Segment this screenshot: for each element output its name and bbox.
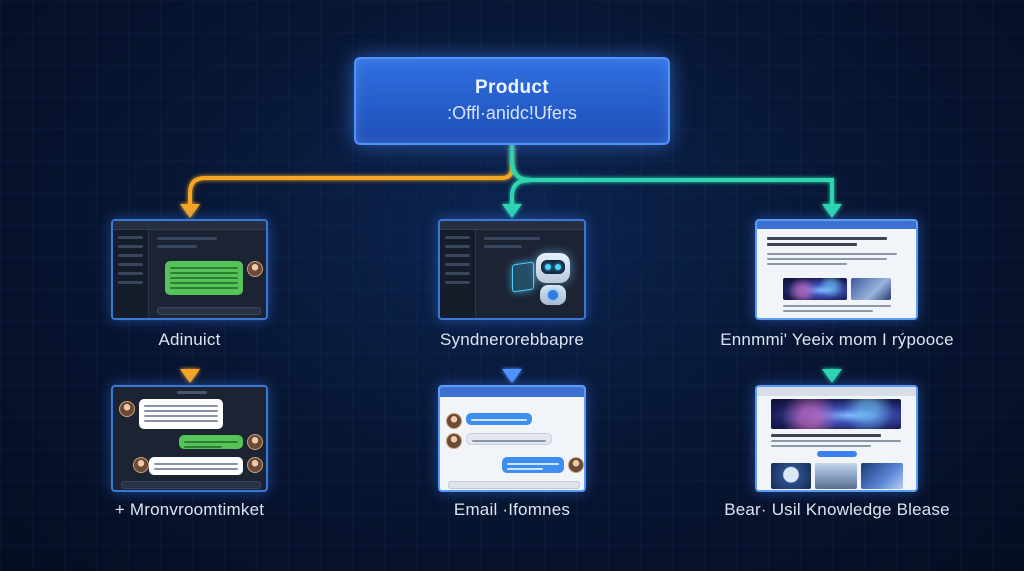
- placeholder-line: [767, 253, 897, 255]
- connector-middle-branch: [510, 178, 531, 207]
- email-bubble: [502, 457, 564, 473]
- root-title: Product: [475, 77, 549, 98]
- app-sidebar: [113, 230, 149, 318]
- root-subtitle: :Offl·anidc!Ufers: [447, 103, 577, 123]
- panel-chat-app[interactable]: [111, 219, 268, 320]
- avatar: [247, 457, 263, 473]
- placeholder-line: [157, 237, 217, 240]
- panel-knowledge-base[interactable]: [755, 385, 918, 492]
- placeholder-line: [783, 310, 873, 312]
- robot-icon: [536, 253, 570, 283]
- arrow-head-right: [822, 204, 842, 218]
- root-node[interactable]: Product :Offl·anidc!Ufers: [354, 57, 670, 145]
- placeholder-line: [157, 245, 197, 248]
- hologram-card: [512, 261, 534, 293]
- panel-chat-thread[interactable]: [111, 385, 268, 492]
- placeholder-line: [783, 305, 891, 307]
- app-titlebar: [113, 221, 266, 230]
- node-label-4: + Mronvroomtimket: [114, 500, 265, 519]
- arrow-head-left: [180, 204, 200, 218]
- browser-bar: [757, 387, 916, 396]
- placeholder-line: [177, 391, 207, 394]
- placeholder-line: [767, 237, 887, 240]
- placeholder-line: [767, 243, 857, 246]
- robot-body-icon: [540, 285, 566, 305]
- panel-knowledge-page[interactable]: [755, 219, 918, 320]
- chat-bubble: [179, 435, 243, 449]
- placeholder-line: [771, 445, 871, 447]
- avatar: [446, 433, 462, 449]
- connector-root-middle: [510, 145, 835, 207]
- browser-bar: [757, 221, 916, 229]
- image-thumbnail: [851, 278, 891, 300]
- panel-email[interactable]: [438, 385, 586, 492]
- avatar: [446, 413, 462, 429]
- node-label-6: Bear· Usil Knowledge Blease: [724, 500, 950, 519]
- panel-assistant-app[interactable]: [438, 219, 586, 320]
- avatar: [568, 457, 584, 473]
- message-input: [121, 481, 261, 489]
- email-bubble: [466, 413, 532, 425]
- arrow-head-right-down: [822, 369, 842, 383]
- arrow-head-left-down: [180, 369, 200, 383]
- chat-bubble: [165, 261, 243, 295]
- placeholder-line: [484, 245, 522, 248]
- placeholder-line: [771, 440, 901, 442]
- placeholder-line: [767, 263, 847, 265]
- node-label-5: Email ·Ifomnes: [453, 500, 571, 519]
- arrow-head-middle-down: [502, 369, 522, 383]
- app-titlebar: [440, 221, 584, 230]
- email-bubble: [466, 433, 552, 445]
- node-label-1: Adinuict: [158, 330, 221, 349]
- hero-image: [771, 399, 901, 429]
- image-thumbnail: [861, 463, 903, 489]
- message-input: [448, 481, 580, 489]
- chat-bubble: [149, 457, 243, 475]
- image-thumbnail: [815, 463, 857, 489]
- placeholder-line: [771, 434, 881, 437]
- message-input: [157, 307, 261, 315]
- robot-thumbnail: [771, 463, 811, 489]
- action-button[interactable]: [817, 451, 857, 457]
- avatar: [133, 457, 149, 473]
- node-label-2: Syndnerorebbapre: [439, 330, 585, 349]
- placeholder-line: [767, 258, 887, 260]
- arrow-head-middle: [502, 204, 522, 218]
- avatar: [247, 434, 263, 450]
- app-sidebar: [440, 230, 476, 318]
- email-header-bar: [440, 387, 584, 397]
- image-thumbnail: [783, 278, 847, 300]
- avatar: [119, 401, 135, 417]
- avatar: [247, 261, 263, 277]
- node-label-3: Ennmmi' Yeeix mom I rýpooce: [720, 330, 954, 349]
- chat-bubble: [139, 399, 223, 429]
- placeholder-line: [484, 237, 540, 240]
- connector-root-left: [188, 145, 514, 207]
